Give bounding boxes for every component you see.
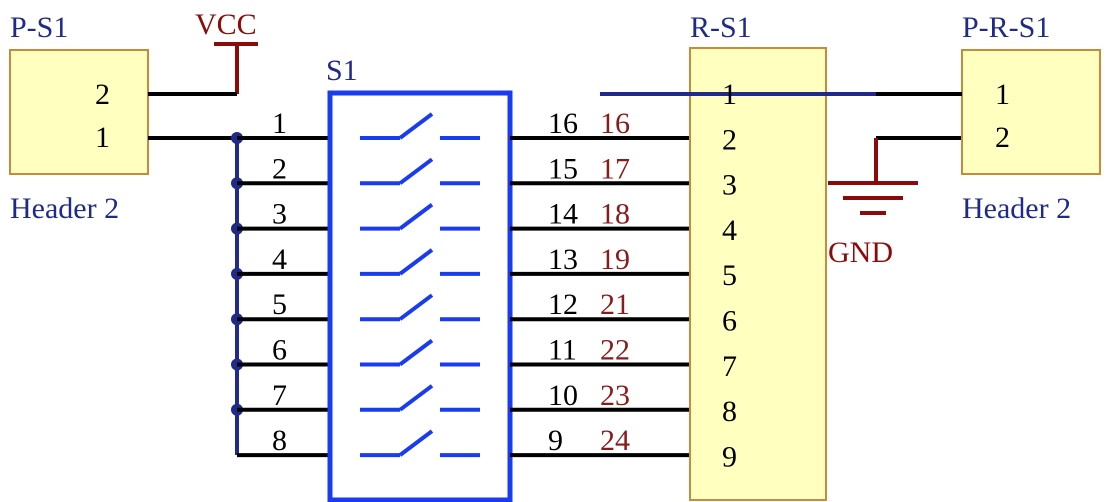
s1-left-pin-numbers: 1 2 3 4 5 6 7 8 [272,107,287,457]
s1-pin-15: 15 [548,152,578,185]
s1-pin-16: 16 [548,107,578,140]
p-r-s1-body [961,49,1101,175]
net-label-21: 21 [600,288,630,321]
net-label-16: 16 [600,107,630,140]
p-s1-comment: Header 2 [10,192,119,225]
switch-contact [360,203,480,231]
r-s1-body [689,47,827,501]
switch-contact [360,429,480,458]
r-s1-pin-1: 1 [722,78,737,111]
r-s1-pin-numbers: 1 2 3 4 5 6 7 8 9 [722,78,737,473]
r-s1-pin-9: 9 [722,440,737,473]
s1-pin-10: 10 [548,379,578,412]
s1-pin-6: 6 [272,334,287,367]
net-label-19: 19 [600,243,630,276]
switch-contact [360,384,480,412]
s1-left-wires [237,136,330,458]
s1-switch-contacts [360,112,480,458]
s1-pin-11: 11 [548,334,577,367]
switch-contact [360,248,480,276]
net-label-17: 17 [600,152,630,185]
switch-contact [360,293,480,322]
s1-pin-9: 9 [548,424,563,457]
r-s1-pin-3: 3 [722,169,737,202]
switch-contact [360,338,480,367]
s1-body [327,90,513,502]
p-s1-pin-1: 1 [95,121,110,154]
p-r-s1-pin-2: 2 [995,121,1010,154]
s1-pin-14: 14 [548,198,578,231]
s1-pin-4: 4 [272,243,287,276]
s1-pin-2: 2 [272,152,287,185]
r-s1-pin-2: 2 [722,123,737,156]
s1-pin-5: 5 [272,288,287,321]
net-label-24: 24 [600,424,630,457]
r-s1-designator: R-S1 [690,11,752,44]
switch-contact [360,157,480,186]
s1-pin-8: 8 [272,424,287,457]
p-r-s1-pin-1: 1 [995,78,1010,111]
r-s1-pin-5: 5 [722,259,737,292]
s1-pin-12: 12 [548,288,578,321]
vcc-label: VCC [195,8,257,41]
s1-designator: S1 [326,54,358,87]
s1-pin-3: 3 [272,198,287,231]
s1-right-pin-numbers: 16 15 14 13 12 11 10 9 [548,107,578,457]
p-s1-designator: P-S1 [10,11,68,44]
s1-pin-13: 13 [548,243,578,276]
p-s1-body [9,49,149,175]
net-labels: 16 17 18 19 21 22 23 24 [600,107,630,457]
net-label-23: 23 [600,379,630,412]
r-s1-pin-7: 7 [722,350,737,383]
p-r-s1-comment: Header 2 [962,192,1071,225]
net-label-18: 18 [600,198,630,231]
p-r-s1-designator: P-R-S1 [962,11,1050,44]
p-s1-pin-2: 2 [95,78,110,111]
r-s1-pin-4: 4 [722,214,737,247]
s1-pin-7: 7 [272,379,287,412]
gnd-label: GND [828,236,893,269]
r-s1-pin-6: 6 [722,305,737,338]
s1-pin-1: 1 [272,107,287,140]
net-label-22: 22 [600,334,630,367]
switch-contact [360,112,480,140]
s1-right-wires [510,136,690,458]
r-s1-pin-8: 8 [722,395,737,428]
